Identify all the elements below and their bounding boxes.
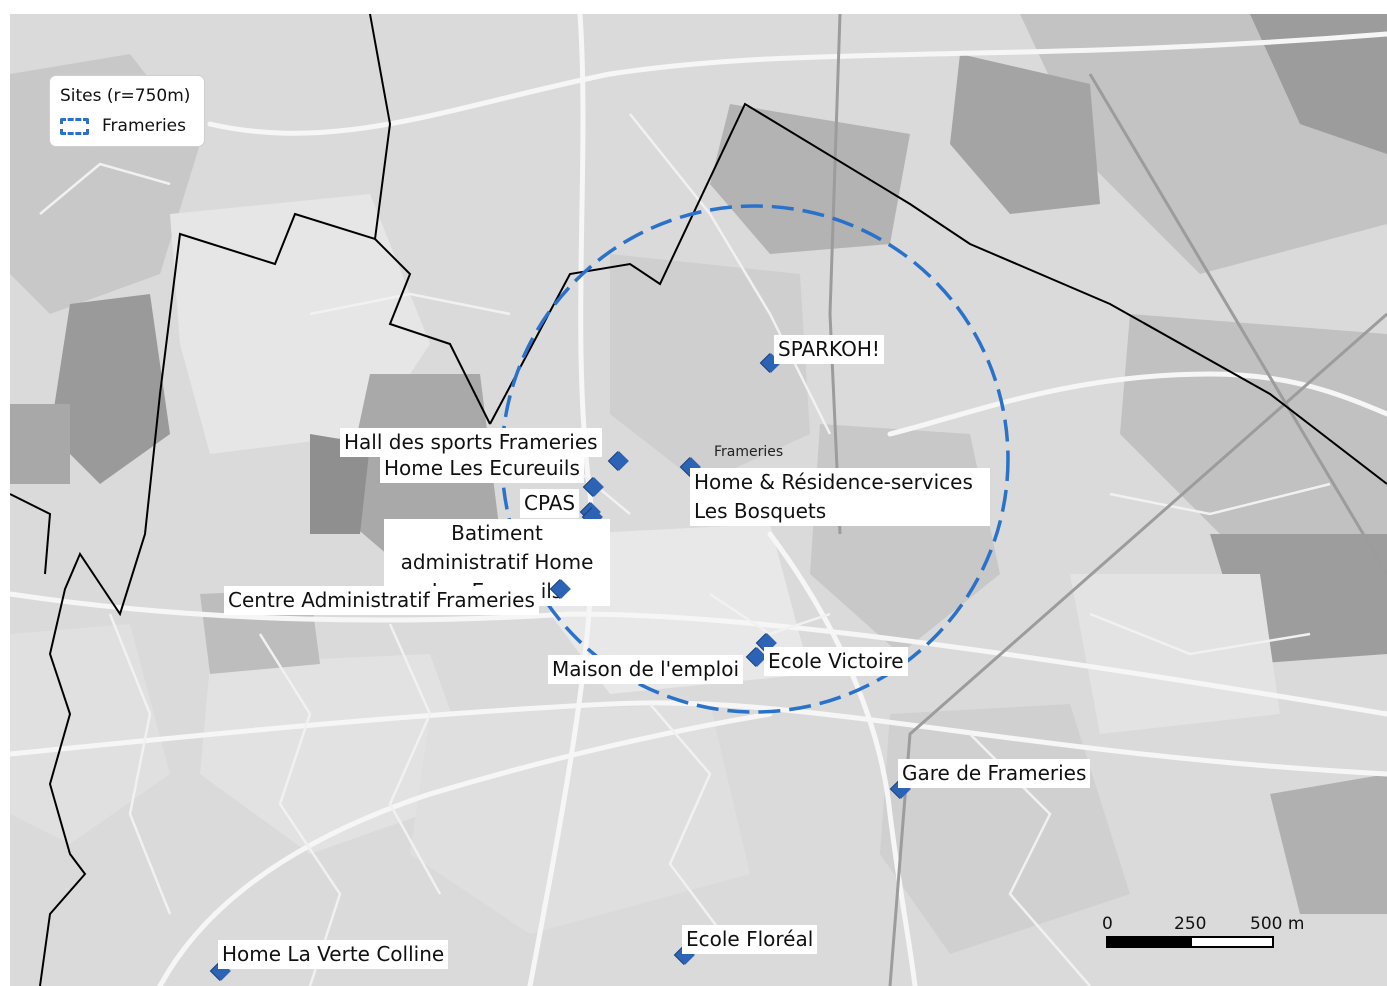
legend-title: Sites (r=750m)	[60, 86, 191, 106]
scale-tick-0: 0	[1102, 914, 1113, 934]
site-label-home-bosquets: Home & Résidence-services Les Bosquets	[690, 468, 990, 526]
site-label-home-les-ecureuils: Home Les Ecureuils	[380, 454, 584, 483]
scale-segment-white	[1190, 936, 1274, 948]
site-label-cpas: CPAS	[520, 489, 580, 518]
scale-bar: 0 250 500 m	[1102, 914, 1304, 970]
legend-buffer-swatch-icon	[60, 118, 89, 135]
site-label-home-verte-colline: Home La Verte Colline	[218, 940, 449, 969]
place-label-frameries: Frameries	[714, 444, 784, 460]
map-frame[interactable]: Sites (r=750m) Frameries Frameries SPARK…	[10, 14, 1387, 986]
site-label-hall-des-sports: Hall des sports Frameries	[340, 428, 602, 457]
site-label-ecole-victoire: Ecole Victoire	[764, 647, 908, 676]
scale-segment-black	[1106, 936, 1190, 948]
site-label-gare: Gare de Frameries	[898, 759, 1091, 788]
site-label-sparkoh: SPARKOH!	[774, 335, 884, 364]
site-label-maison-emploi: Maison de l'emploi	[548, 655, 744, 684]
legend-item-label: Frameries	[102, 116, 186, 136]
site-label-centre-administratif: Centre Administratif Frameries	[224, 586, 539, 615]
scale-tick-500: 500 m	[1250, 914, 1305, 934]
scale-tick-250: 250	[1174, 914, 1207, 934]
basemap	[10, 14, 1387, 986]
map-legend: Sites (r=750m) Frameries	[50, 76, 204, 146]
site-label-ecole-floreal: Ecole Floréal	[682, 925, 818, 954]
